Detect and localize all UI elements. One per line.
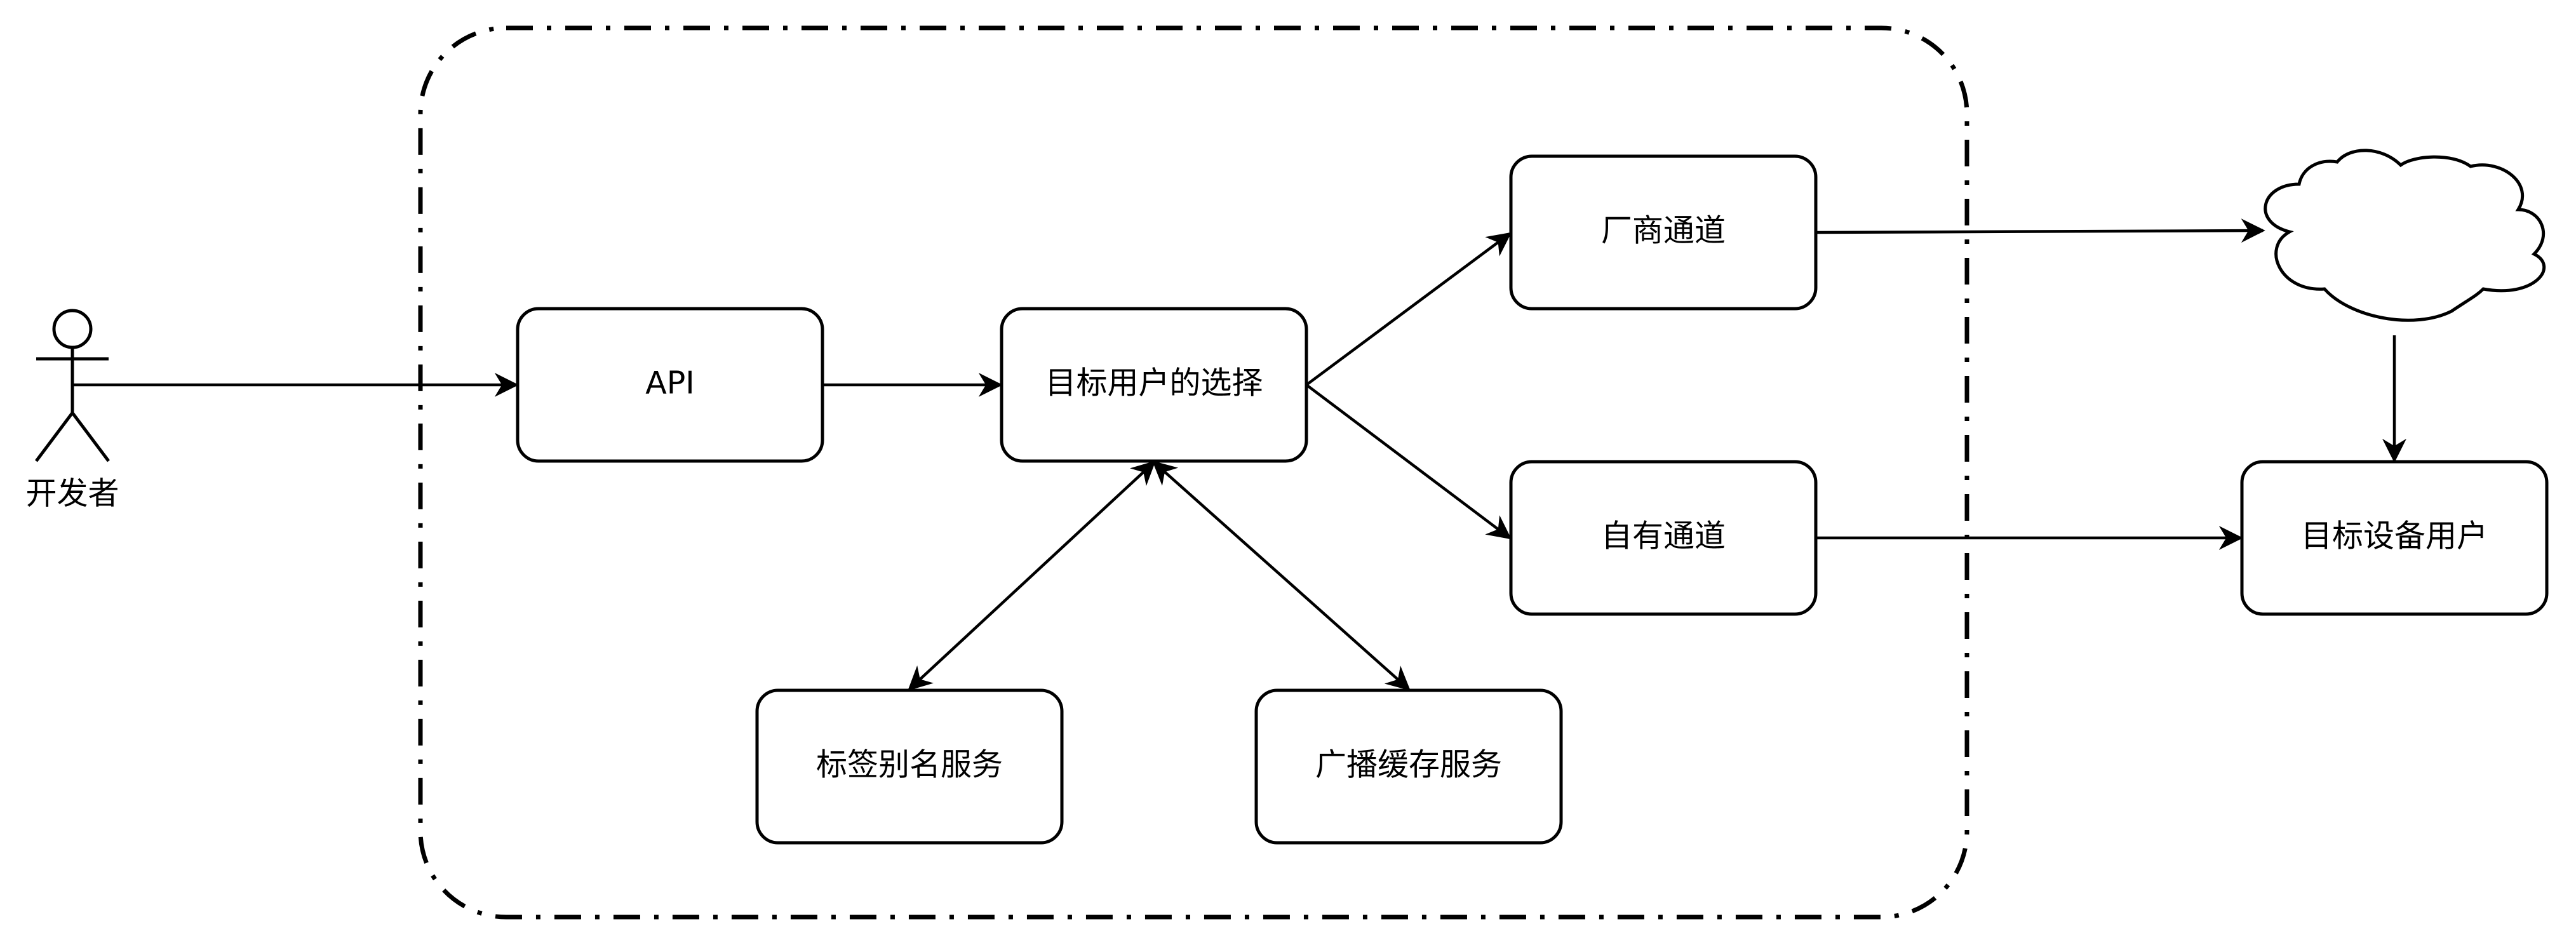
edges — [72, 218, 2406, 691]
edge-selection-broadcast-cache — [1152, 460, 1411, 691]
node-tag-alias-service: 标签别名服务 — [755, 688, 1064, 845]
developer-actor-label: 开发者 — [25, 476, 119, 512]
node-broadcast-cache-service-label: 广播缓存服务 — [1315, 747, 1502, 783]
edge-selection-to-vendor-channel — [1305, 232, 1512, 386]
node-target-selection: 目标用户的选择 — [1000, 307, 1308, 463]
edge-selection-to-own-channel — [1305, 384, 1512, 540]
node-api-label: API — [645, 365, 695, 401]
node-vendor-channel-label: 厂商通道 — [1601, 213, 1726, 249]
node-broadcast-cache-service: 广播缓存服务 — [1254, 688, 1563, 845]
node-target-selection-label: 目标用户的选择 — [1045, 365, 1263, 401]
node-vendor-channel: 厂商通道 — [1509, 154, 1818, 311]
node-own-channel-label: 自有通道 — [1601, 518, 1726, 554]
edge-vendor-channel-to-cloud — [1815, 218, 2265, 243]
node-target-device-user: 目标设备用户 — [2240, 460, 2549, 616]
node-api: API — [516, 307, 824, 463]
developer-actor-icon — [35, 309, 110, 462]
node-target-device-user-label: 目标设备用户 — [2301, 518, 2488, 554]
edge-selection-tag-alias — [908, 460, 1156, 691]
cloud-icon — [2264, 149, 2546, 322]
node-tag-alias-service-label: 标签别名服务 — [816, 747, 1003, 783]
node-own-channel: 自有通道 — [1509, 460, 1818, 616]
